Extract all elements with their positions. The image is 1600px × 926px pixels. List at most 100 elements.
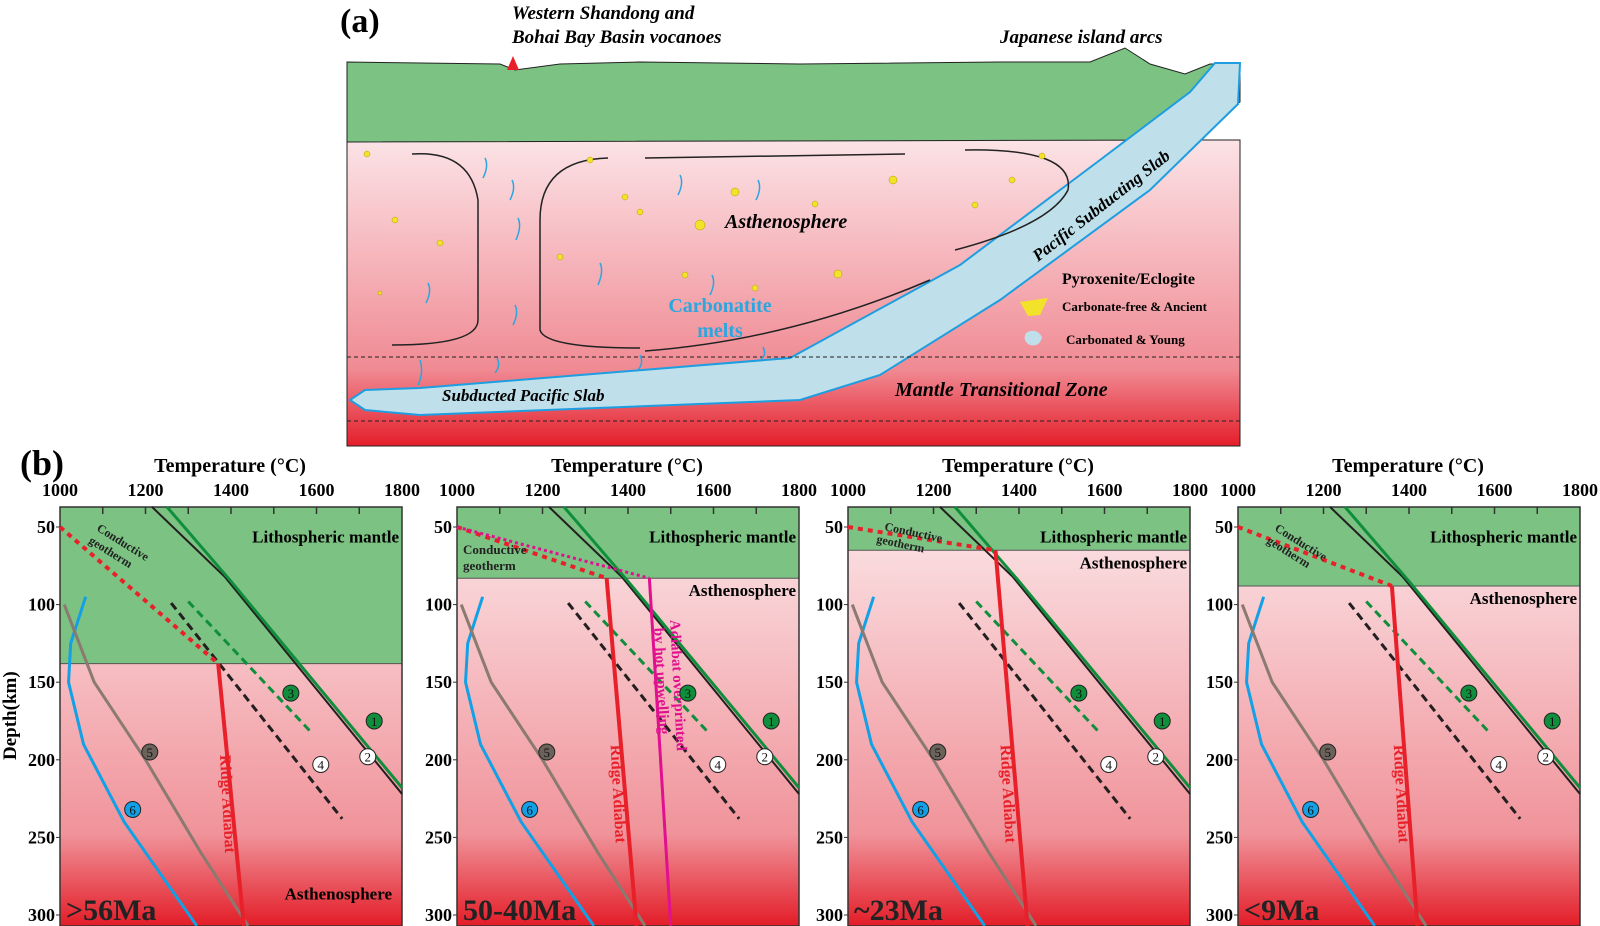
curve-marker-2 — [1147, 748, 1165, 766]
y-tick-label: 150 — [1206, 672, 1233, 692]
ridge-adiabat — [993, 550, 1030, 926]
x-tick-label: 1600 — [1477, 480, 1513, 500]
lithospheric-mantle-label: Lithospheric mantle — [1040, 528, 1187, 547]
x-axis-title: Temperature (°C) — [1332, 455, 1484, 477]
x-tick-label: 1600 — [299, 480, 335, 500]
curve-5 — [850, 604, 1038, 926]
age-label: 50-40Ma — [463, 894, 576, 926]
curve-marker-4 — [709, 755, 727, 773]
lithosphere-region — [1238, 507, 1580, 586]
curve-2 — [548, 506, 800, 795]
x-tick-label: 1400 — [213, 480, 249, 500]
curve-marker-5 — [538, 743, 556, 761]
legend-item-1: Carbonate-free & Ancient — [1062, 299, 1208, 314]
curve-2 — [939, 506, 1191, 795]
curve-marker-label: 5 — [1325, 745, 1332, 760]
curve-marker-label: 6 — [1307, 802, 1314, 817]
subducted-slab-label: Subducted Pacific Slab — [442, 386, 604, 405]
y-tick-label: 300 — [816, 905, 843, 925]
legend-item-2: Carbonated & Young — [1066, 332, 1185, 347]
curve-marker-1 — [762, 712, 780, 730]
age-label: >56Ma — [66, 894, 156, 926]
curve-marker-5 — [929, 743, 947, 761]
curve-4-dashed — [1347, 602, 1522, 820]
asthenosphere-label: Asthenosphere — [1470, 589, 1578, 608]
lithosphere-region — [457, 507, 799, 579]
x-tick-label: 1200 — [1306, 480, 1342, 500]
curve-6 — [855, 596, 987, 926]
x-axis-title: Temperature (°C) — [942, 455, 1094, 477]
curve-3-dashed — [975, 600, 1102, 735]
curve-3-dashed — [584, 600, 711, 735]
curve-marker-label: 2 — [762, 750, 769, 765]
x-tick-label: 1200 — [128, 480, 164, 500]
curve-marker-label: 3 — [685, 686, 692, 701]
curve-marker-label: 6 — [129, 802, 136, 817]
curve-marker-label: 6 — [917, 802, 924, 817]
curve-marker-label: 3 — [1076, 686, 1083, 701]
curve-marker-3 — [1460, 684, 1478, 702]
carbonatite-label-2: melts — [697, 320, 743, 342]
carbonatite-melt-drops — [417, 157, 766, 386]
asthenosphere-label: Asthenosphere — [723, 211, 847, 233]
y-tick-label: 200 — [28, 750, 55, 770]
curve-5 — [459, 604, 647, 926]
x-axis-title: Temperature (°C) — [551, 455, 703, 477]
curve-marker-label: 5 — [147, 745, 154, 760]
curve-4-dashed — [957, 602, 1132, 820]
curve-6 — [464, 596, 596, 926]
y-tick-label: 300 — [425, 905, 452, 925]
carbonatite-label: Carbonatite — [668, 295, 771, 317]
curve-marker-4 — [1490, 755, 1508, 773]
curve-marker-label: 2 — [365, 750, 372, 765]
arc-label: Japanese island arcs — [999, 27, 1163, 48]
y-tick-label: 150 — [816, 672, 843, 692]
y-tick-label: 100 — [816, 595, 843, 615]
ridge-adiabat-label: Ridge Adiabat — [216, 754, 238, 854]
curve-marker-label: 1 — [768, 714, 775, 729]
legend-title: Pyroxenite/Eclogite — [1062, 271, 1195, 288]
y-tick-label: 250 — [425, 827, 452, 847]
curve-marker-5 — [141, 743, 159, 761]
conductive-label-2: geotherm — [463, 558, 516, 573]
curve-5 — [1240, 604, 1428, 926]
y-tick-label: 100 — [425, 595, 452, 615]
curve-2 — [1329, 506, 1581, 795]
curve-marker-label: 4 — [715, 757, 722, 772]
y-tick-label: 200 — [1206, 750, 1233, 770]
x-tick-label: 1000 — [830, 480, 866, 500]
curve-marker-label: 1 — [1159, 714, 1166, 729]
lithospheric-mantle-label: Lithospheric mantle — [252, 528, 399, 547]
x-tick-label: 1200 — [525, 480, 561, 500]
curve-marker-1 — [1543, 712, 1561, 730]
asthenosphere-label: Asthenosphere — [689, 581, 797, 600]
x-tick-label: 1800 — [1172, 480, 1208, 500]
y-tick-label: 100 — [28, 595, 55, 615]
x-axis-title: Temperature (°C) — [154, 455, 306, 477]
curve-marker-6 — [1302, 800, 1320, 818]
lithospheric-mantle-label: Lithospheric mantle — [1430, 528, 1577, 547]
curve-marker-label: 1 — [371, 714, 378, 729]
curve-3-dashed — [187, 600, 314, 735]
convection-arrows — [391, 149, 1070, 352]
curve-marker-label: 4 — [1496, 757, 1503, 772]
x-tick-label: 1400 — [610, 480, 646, 500]
curve-marker-6 — [521, 800, 539, 818]
ridge-adiabat-label: Ridge Adiabat — [997, 744, 1019, 844]
curve-1 — [953, 505, 1192, 789]
curve-marker-label: 3 — [288, 686, 295, 701]
curve-marker-3 — [679, 684, 697, 702]
curve-marker-1 — [1153, 712, 1171, 730]
y-tick-label: 200 — [816, 750, 843, 770]
part-b-label: (b) — [20, 443, 64, 483]
curve-marker-2 — [1537, 748, 1555, 766]
curve-marker-4 — [312, 755, 330, 773]
y-tick-label: 250 — [1206, 827, 1233, 847]
y-tick-label: 200 — [425, 750, 452, 770]
curve-marker-label: 4 — [1106, 757, 1113, 772]
y-tick-label: 100 — [1206, 595, 1233, 615]
x-tick-label: 1000 — [42, 480, 78, 500]
